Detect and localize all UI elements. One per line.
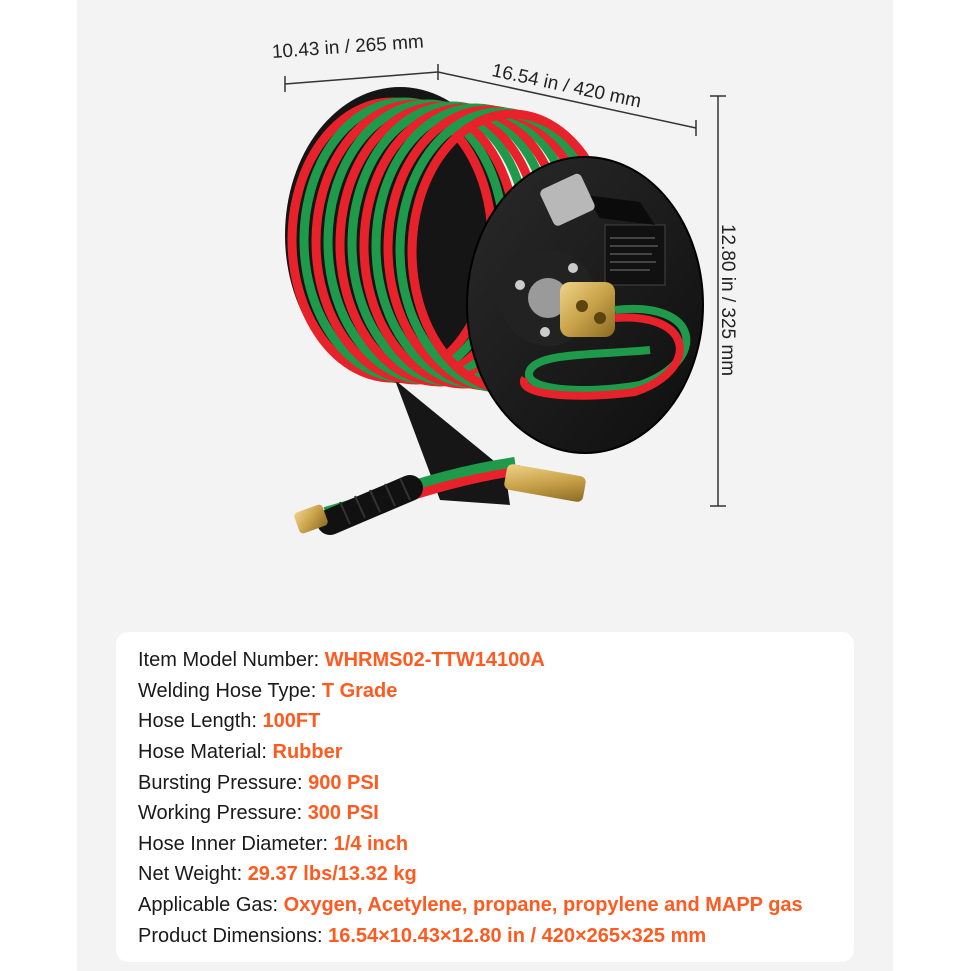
crank-handle — [585, 195, 655, 225]
spec-row-inner-diameter: Hose Inner Diameter: 1/4 inch — [138, 832, 408, 856]
spec-label: Product Dimensions: — [138, 925, 329, 947]
specifications-card: Item Model Number: WHRMS02-TTW14100A Wel… — [116, 632, 854, 962]
spec-row-hose-type: Welding Hose Type: T Grade — [138, 679, 397, 703]
spec-row-product-dimensions: Product Dimensions: 16.54×10.43×12.80 in… — [138, 924, 706, 948]
spec-label: Bursting Pressure: — [138, 772, 309, 794]
brass-inlet-fitting — [560, 282, 615, 337]
spec-label: Working Pressure: — [138, 802, 308, 824]
spec-label: Item Model Number: — [138, 649, 325, 671]
spec-row-working-pressure: Working Pressure: 300 PSI — [138, 801, 379, 825]
spec-value: 1/4 inch — [333, 833, 409, 855]
spec-label: Hose Material: — [138, 741, 273, 763]
spec-value: Oxygen, Acetylene, propane, propylene an… — [283, 894, 803, 916]
spec-label: Hose Length: — [138, 710, 263, 732]
spec-row-bursting-pressure: Bursting Pressure: 900 PSI — [138, 771, 379, 795]
spec-label: Applicable Gas: — [138, 894, 284, 916]
spec-label: Welding Hose Type: — [138, 680, 322, 702]
spec-row-hose-material: Hose Material: Rubber — [138, 740, 343, 764]
spec-value: 16.54×10.43×12.80 in / 420×265×325 mm — [328, 925, 707, 947]
spec-value: 29.37 lbs/13.32 kg — [247, 863, 417, 885]
spec-label: Hose Inner Diameter: — [138, 833, 334, 855]
spec-label: Net Weight: — [138, 863, 248, 885]
spec-value: 300 PSI — [307, 802, 379, 824]
hose-guard-sleeve — [317, 475, 423, 535]
spec-row-hose-length: Hose Length: 100FT — [138, 709, 320, 733]
spec-row-model: Item Model Number: WHRMS02-TTW14100A — [138, 648, 545, 672]
brass-end-fitting-right — [504, 464, 586, 502]
spec-row-applicable-gas: Applicable Gas: Oxygen, Acetylene, propa… — [138, 893, 803, 917]
spec-label-plate — [604, 224, 666, 286]
spec-value: 900 PSI — [308, 772, 380, 794]
spec-value: WHRMS02-TTW14100A — [324, 649, 545, 671]
spec-value: Rubber — [272, 741, 343, 763]
length-dimension-line — [437, 71, 697, 129]
spec-value: T Grade — [321, 680, 398, 702]
spec-value: 100FT — [262, 710, 321, 732]
lead-hose-loop — [525, 304, 691, 394]
width-dimension-line — [284, 71, 439, 85]
brass-end-fitting-left — [294, 504, 328, 534]
spec-row-net-weight: Net Weight: 29.37 lbs/13.32 kg — [138, 862, 417, 886]
